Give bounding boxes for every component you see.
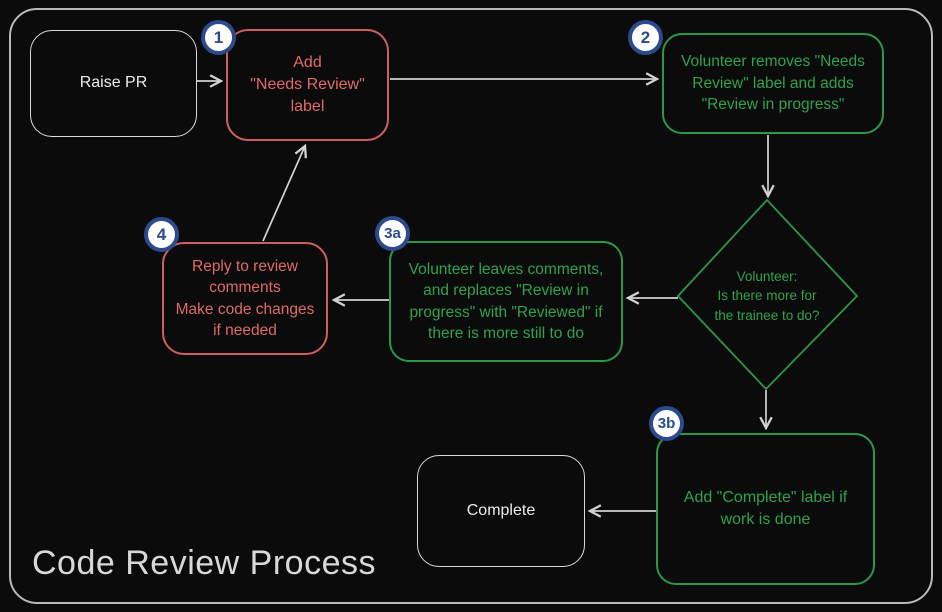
node-add-complete-label: Add "Complete" label if work is done [656, 433, 875, 585]
step-badge-4: 4 [144, 217, 179, 252]
node-volunteer-leaves-comments: Volunteer leaves comments, and replaces … [389, 241, 623, 362]
step-badge-1: 1 [201, 20, 236, 55]
step-badge-3a: 3a [375, 216, 410, 251]
node-raise-pr: Raise PR [30, 30, 197, 137]
node-volunteer-removes-needs-review: Volunteer removes "Needs Review" label a… [662, 33, 884, 134]
step-badge-3b: 3b [649, 406, 684, 441]
node-reply-to-review-comments: Reply to review comments Make code chang… [162, 242, 328, 355]
diagram-title: Code Review Process [32, 544, 376, 582]
step-badge-2: 2 [628, 20, 663, 55]
node-add-needs-review-label: Add "Needs Review" label [226, 29, 389, 141]
decision-label: Volunteer: Is there more for the trainee… [714, 268, 820, 323]
arrow-step4-to-step1 [262, 146, 305, 242]
decision-diamond-shape [677, 199, 858, 390]
node-complete: Complete [417, 455, 585, 567]
